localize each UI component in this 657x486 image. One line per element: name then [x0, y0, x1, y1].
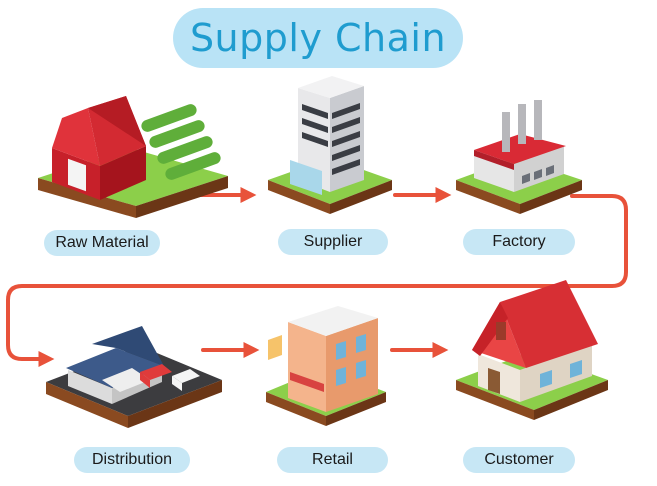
- barn-field-icon: [38, 96, 228, 218]
- arrow-factory-to-distribution: [6, 194, 628, 367]
- stage-label-distribution: Distribution: [74, 447, 190, 473]
- stage-label-raw-material: Raw Material: [44, 230, 160, 256]
- house-icon: [456, 280, 608, 420]
- retail-shop-icon: [266, 306, 386, 426]
- office-building-icon: [268, 76, 392, 214]
- stage-label-retail: Retail: [277, 447, 388, 473]
- truck-white: [172, 369, 200, 391]
- stage-label-supplier: Supplier: [278, 229, 388, 255]
- warehouse-icon: [46, 326, 222, 428]
- title-banner: Supply Chain: [173, 8, 463, 68]
- truck-red: [140, 364, 172, 388]
- flow-arrows: [6, 187, 628, 367]
- stage-label-factory: Factory: [463, 229, 575, 255]
- stage-label-customer: Customer: [463, 447, 575, 473]
- factory-icon: [456, 100, 582, 214]
- diagram-title: Supply Chain: [189, 16, 447, 60]
